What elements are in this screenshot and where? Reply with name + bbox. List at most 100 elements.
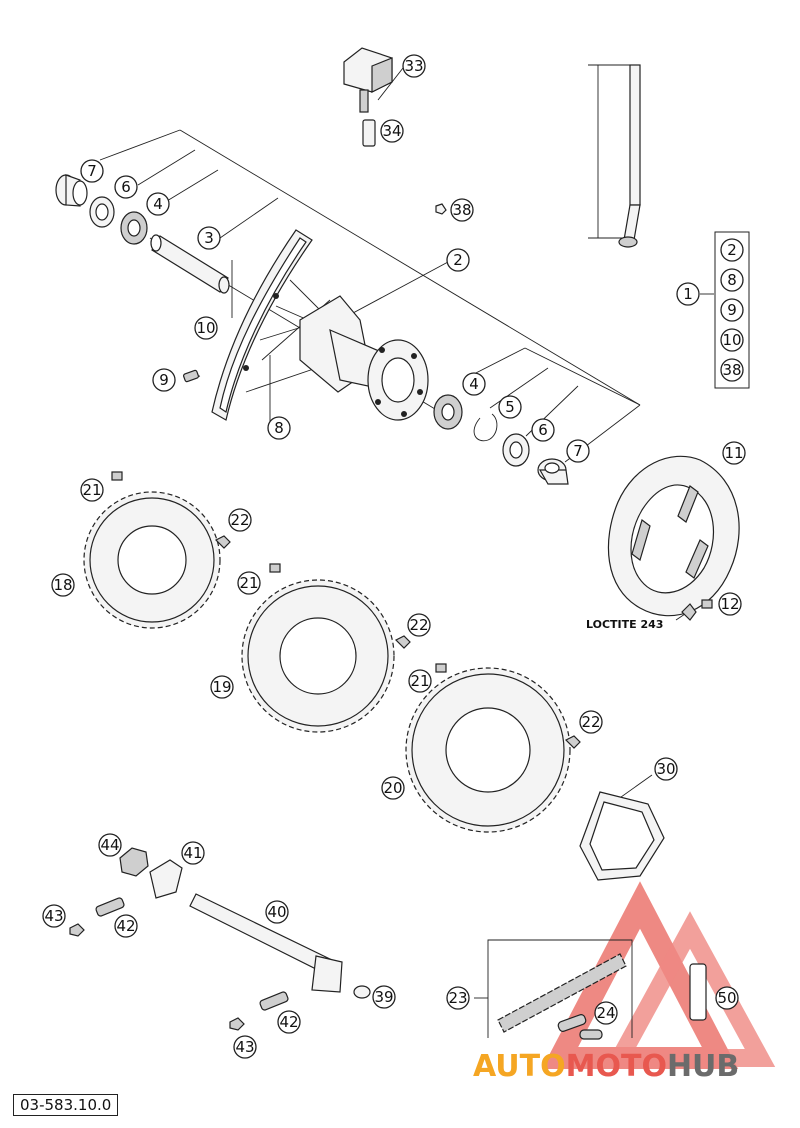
svg-text:22: 22: [409, 616, 428, 634]
callout: 10: [194, 316, 218, 340]
adjuster-screw-42a-part: [95, 897, 125, 917]
assembly-guide-lines: [99, 64, 714, 1038]
svg-text:21: 21: [410, 672, 429, 690]
valve-part: [362, 119, 376, 147]
sprocket-cushion-part: [579, 791, 665, 881]
callout: 21: [237, 571, 261, 595]
svg-text:18: 18: [53, 576, 72, 594]
svg-text:42: 42: [116, 917, 135, 935]
circlip-part: [473, 413, 498, 442]
adjuster-nut-43b-part: [229, 1017, 245, 1031]
chain-part: [497, 953, 627, 1033]
svg-text:12: 12: [720, 595, 739, 613]
callout: 21: [408, 669, 432, 693]
svg-text:7: 7: [87, 162, 97, 180]
distance-sleeve-part: [150, 234, 230, 294]
svg-text:4: 4: [153, 195, 163, 213]
sprocket-nut-22c-part: [564, 735, 581, 749]
svg-text:5: 5: [505, 398, 515, 416]
callout: 50: [715, 986, 739, 1010]
svg-text:6: 6: [538, 421, 548, 439]
callout: 42: [277, 1010, 301, 1034]
svg-text:10: 10: [722, 331, 741, 349]
spoke-gauge-part: [618, 64, 641, 248]
callout: 4: [462, 372, 486, 396]
spoke-nipple-part: [183, 369, 199, 383]
callout: 22: [407, 613, 431, 637]
callout: 6: [531, 418, 555, 442]
svg-text:20: 20: [383, 779, 402, 797]
callout: 10: [720, 328, 744, 352]
sprocket-nut-22b-part: [394, 635, 411, 649]
callout: 2: [446, 248, 470, 272]
watermark-part-3: HUB: [667, 1049, 739, 1084]
adjuster-screw-42b-part: [259, 991, 289, 1011]
document-number: 03-583.10.0: [13, 1094, 119, 1116]
svg-text:41: 41: [183, 844, 202, 862]
callout: 19: [210, 675, 234, 699]
axle-part: [189, 893, 343, 993]
sprocket-19-part: [241, 579, 395, 733]
left-bearing-part: [120, 211, 148, 245]
callout: 40: [265, 900, 289, 924]
svg-text:11: 11: [724, 444, 743, 462]
callout: 7: [80, 159, 104, 183]
svg-text:42: 42: [279, 1013, 298, 1031]
callout: 38: [720, 358, 744, 382]
svg-text:23: 23: [448, 989, 467, 1007]
callout: 22: [579, 710, 603, 734]
callout: 11: [722, 441, 746, 465]
callout: 7: [566, 439, 590, 463]
watermark-brand: AUTOMOTOHUB: [473, 1049, 739, 1084]
svg-text:24: 24: [596, 1004, 615, 1022]
svg-text:50: 50: [717, 989, 736, 1007]
adjuster-nut-43a-part: [69, 923, 85, 937]
watermark-part-2: MOTO: [566, 1049, 667, 1084]
callout: 12: [718, 592, 742, 616]
callout: 18: [51, 573, 75, 597]
right-seal-part: [502, 433, 530, 467]
svg-text:2: 2: [727, 241, 737, 259]
callout: 21: [80, 478, 104, 502]
callout: 34: [380, 119, 404, 143]
svg-text:8: 8: [727, 271, 737, 289]
svg-text:30: 30: [656, 760, 675, 778]
svg-text:19: 19: [212, 678, 231, 696]
sprocket-nut-22a-part: [214, 535, 231, 549]
callout: 23: [446, 986, 470, 1010]
svg-text:39: 39: [374, 988, 393, 1006]
svg-text:33: 33: [404, 57, 423, 75]
callout: 8: [720, 268, 744, 292]
watermark-part-1: AUTO: [473, 1049, 566, 1084]
callout: 22: [228, 508, 252, 532]
svg-text:7: 7: [573, 442, 583, 460]
spacer-39-part: [353, 985, 371, 999]
chain-link-part: [557, 1014, 603, 1040]
svg-text:2: 2: [453, 251, 463, 269]
callout: 9: [152, 368, 176, 392]
svg-text:8: 8: [274, 419, 284, 437]
brake-disc-part: [607, 455, 740, 617]
sprocket-20-part: [405, 667, 571, 833]
nut-38-part: [435, 203, 447, 215]
callout: 41: [181, 841, 205, 865]
callout: 9: [720, 298, 744, 322]
callout: 44: [98, 833, 122, 857]
svg-text:21: 21: [239, 574, 258, 592]
callout: 39: [372, 985, 396, 1009]
svg-text:6: 6: [121, 178, 131, 196]
callout: 2: [720, 238, 744, 262]
svg-text:34: 34: [382, 122, 401, 140]
svg-text:10: 10: [196, 319, 215, 337]
svg-text:38: 38: [722, 361, 741, 379]
callout: 38: [450, 198, 474, 222]
svg-text:22: 22: [581, 713, 600, 731]
right-spacer-part: [537, 458, 569, 485]
sprocket-18-part: [83, 491, 221, 629]
sprocket-screw-21b-part: [269, 563, 281, 573]
left-seal-part: [89, 196, 115, 228]
svg-text:44: 44: [100, 836, 119, 854]
callout: 24: [594, 1001, 618, 1025]
svg-text:9: 9: [159, 371, 169, 389]
